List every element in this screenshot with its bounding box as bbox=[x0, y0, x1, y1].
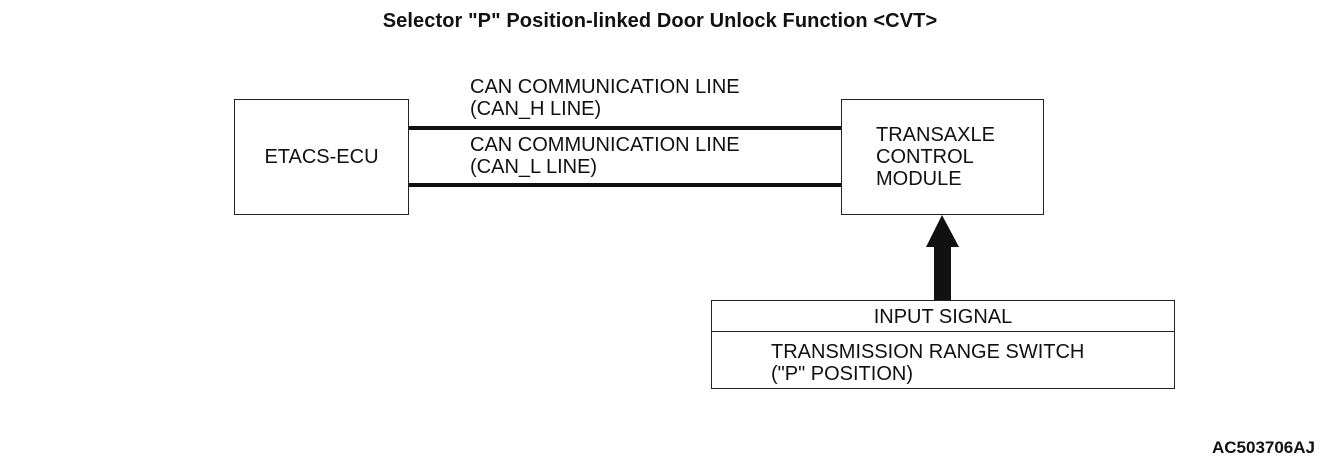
tcm-label-line-1: TRANSAXLE bbox=[876, 124, 995, 146]
can-l-label-line-1: CAN COMMUNICATION LINE bbox=[470, 134, 740, 156]
input-signal-box: INPUT SIGNAL TRANSMISSION RANGE SWITCH (… bbox=[711, 300, 1175, 389]
input-signal-header: INPUT SIGNAL bbox=[712, 301, 1174, 332]
input-signal-line-2: ("P" POSITION) bbox=[771, 363, 913, 385]
transaxle-control-module-box: TRANSAXLE CONTROL MODULE bbox=[841, 99, 1044, 215]
can-h-line-label: CAN COMMUNICATION LINE (CAN_H LINE) bbox=[470, 76, 740, 120]
input-signal-arrow bbox=[926, 215, 959, 300]
can-l-line-label: CAN COMMUNICATION LINE (CAN_L LINE) bbox=[470, 134, 740, 178]
figure-code: AC503706AJ bbox=[1211, 438, 1315, 457]
can-h-label-line-1: CAN COMMUNICATION LINE bbox=[470, 76, 740, 98]
input-signal-line-1: TRANSMISSION RANGE SWITCH bbox=[771, 341, 1085, 363]
etacs-ecu-label: ETACS-ECU bbox=[264, 146, 379, 168]
diagram-title: Selector "P" Position-linked Door Unlock… bbox=[382, 10, 938, 32]
etacs-ecu-box: ETACS-ECU bbox=[234, 99, 409, 215]
tcm-label-line-3: MODULE bbox=[876, 168, 962, 190]
tcm-label-line-2: CONTROL bbox=[876, 146, 974, 168]
can-l-label-line-2: (CAN_L LINE) bbox=[470, 156, 598, 178]
can-h-label-line-2: (CAN_H LINE) bbox=[470, 98, 602, 120]
